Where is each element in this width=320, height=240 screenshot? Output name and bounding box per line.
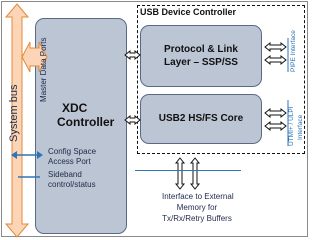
sideband-line1: Sideband xyxy=(48,170,82,179)
sideband-line2: control/status xyxy=(48,180,96,189)
config-space-arrow xyxy=(11,151,43,159)
usb2-core-label: USB2 HS/FS Core xyxy=(158,113,244,125)
protocol-link-line2: Layer – SSP/SS xyxy=(164,57,238,68)
utmi-interface-line1: UTMI+ / ULPI xyxy=(288,106,295,146)
config-space-line2: Access Port xyxy=(48,157,91,166)
xdc-title-line1: XDC xyxy=(62,101,88,115)
usb-device-controller-label: USB Device Controller xyxy=(140,7,237,17)
external-memory-divider xyxy=(135,170,241,171)
utmi-interface-line2: Interface xyxy=(297,114,304,140)
usb2-core-block: USB2 HS/FS Core xyxy=(140,94,262,144)
external-memory-line3: Tx/Rx/Retry Buffers xyxy=(162,214,232,223)
internal-link-arrows xyxy=(124,38,289,190)
diagram-border xyxy=(1,1,308,237)
protocol-link-line1: Protocol & Link xyxy=(164,43,238,55)
sideband-line xyxy=(18,176,40,178)
pipe-interface-label: PIPE Interface xyxy=(290,30,297,72)
diagram-canvas: System bus Master Data Ports XDC Control… xyxy=(1,1,308,238)
external-memory-line2: Memory for xyxy=(176,203,218,212)
system-bus-arrow xyxy=(4,3,30,238)
config-space-line1: Config Space xyxy=(48,147,97,156)
xdc-title-line2: Controller xyxy=(57,115,115,129)
protocol-link-layer-block: Protocol & Link Layer – SSP/SS xyxy=(140,25,262,87)
xdc-controller-block xyxy=(35,18,127,234)
external-memory-line1: Interface to External xyxy=(162,192,234,201)
usb-device-controller-boundary xyxy=(137,5,305,154)
master-data-ports-arrow xyxy=(21,41,48,73)
